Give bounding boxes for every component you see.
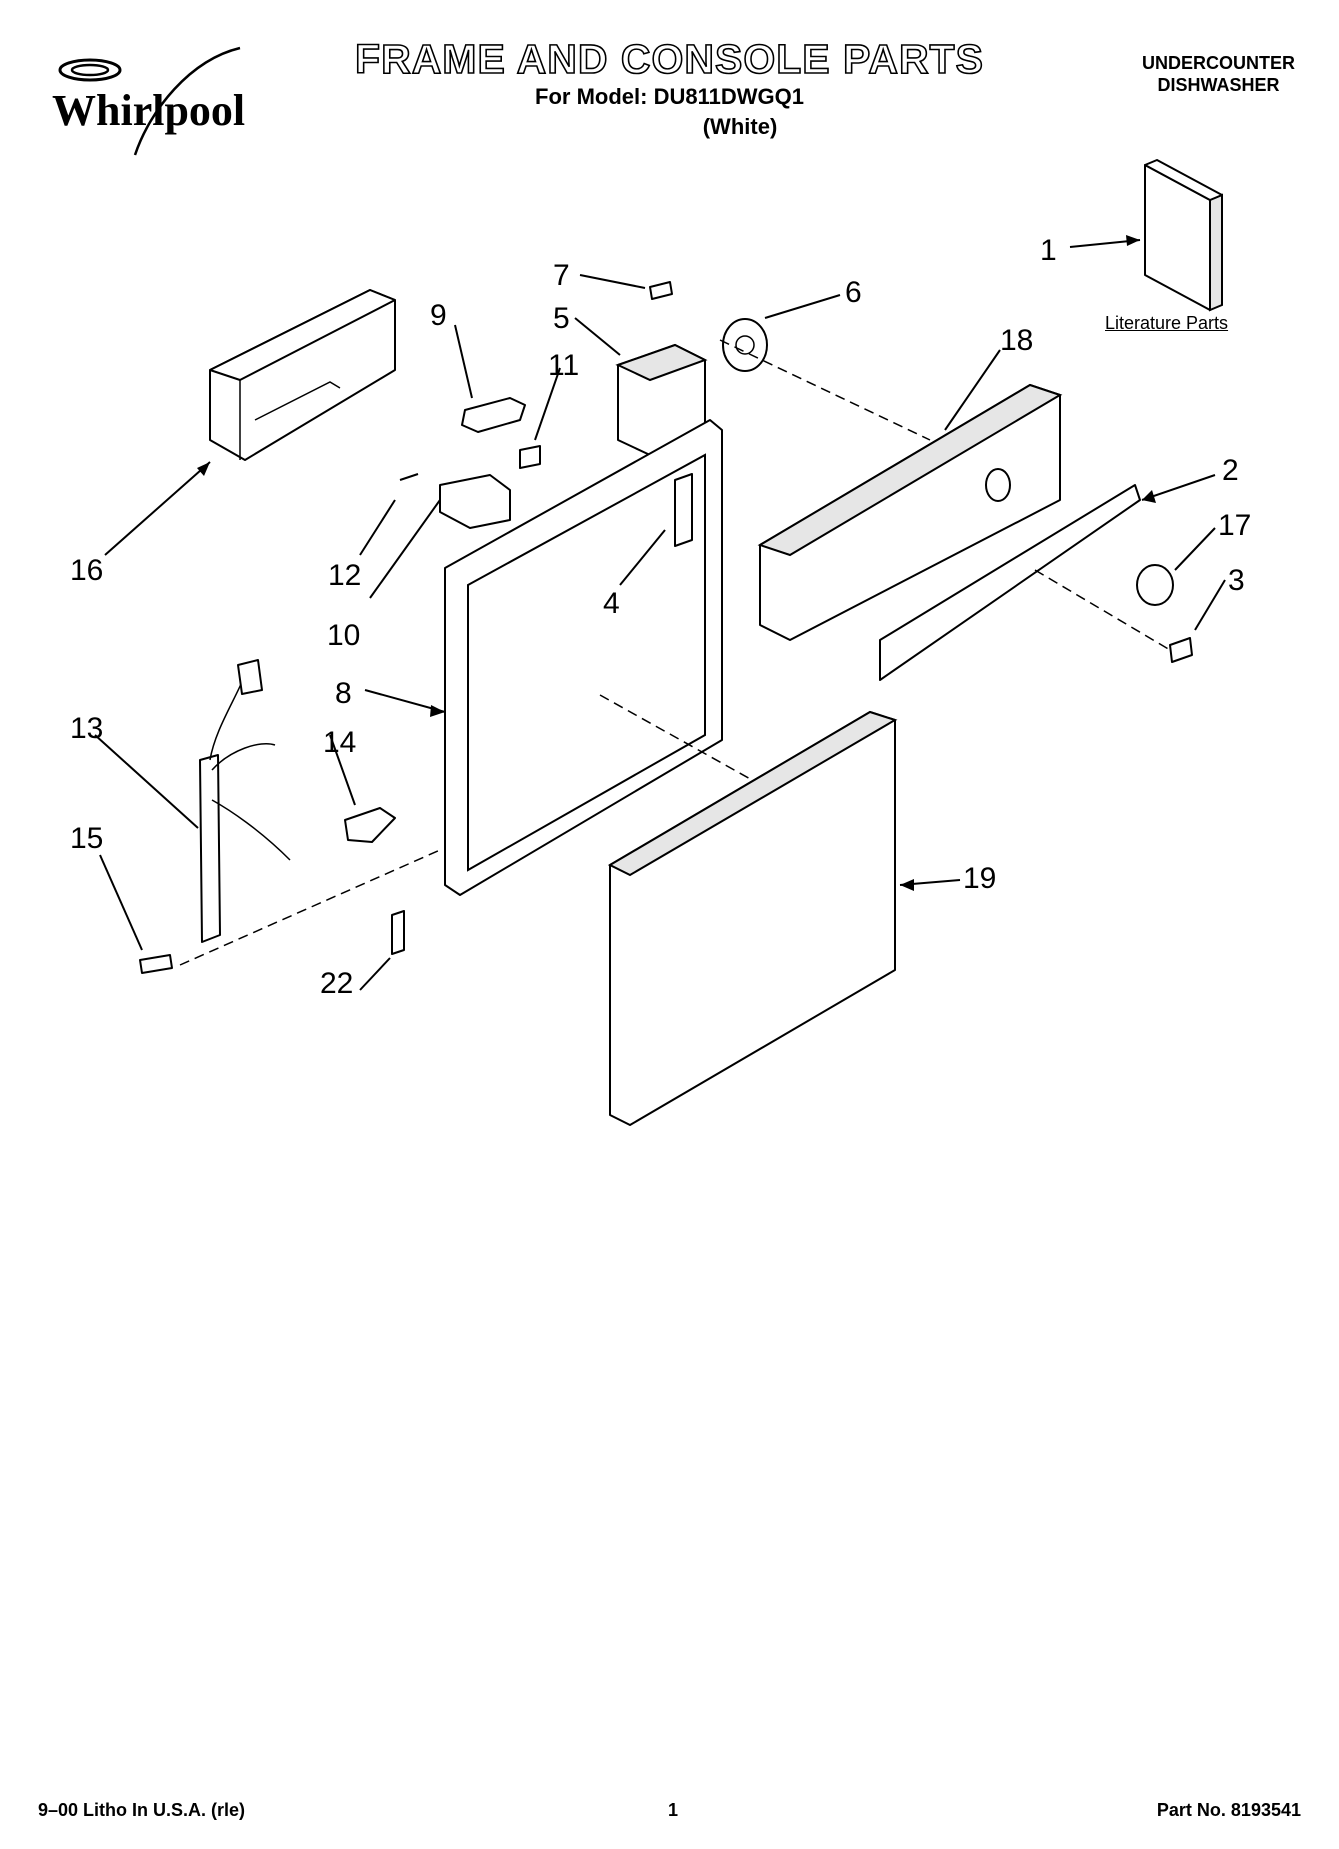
part-18-console	[757, 349, 1063, 641]
callout-19: 19	[963, 862, 996, 895]
callout-17: 17	[1218, 509, 1251, 542]
callout-10: 10	[327, 619, 360, 652]
callout-12: 12	[328, 559, 361, 592]
callout-11: 11	[548, 349, 579, 382]
callout-labels: 1 2 3 4 5 6 7 8 9 10 11 12 13 14 15 16 1…	[70, 234, 1251, 1000]
callout-18: 18	[1000, 324, 1033, 357]
category-line-2: DISHWASHER	[1157, 75, 1280, 95]
parts-5-6-7-timer	[574, 274, 841, 456]
whirlpool-swirl-icon: Whirlpool	[52, 46, 245, 156]
footer-page-number: 1	[668, 1800, 679, 1820]
color-line: (White)	[702, 114, 778, 139]
brand-logo-text: Whirlpool	[52, 86, 245, 135]
callout-9: 9	[430, 299, 447, 332]
callout-7: 7	[553, 259, 570, 292]
literature-parts-label: Literature Parts	[1105, 313, 1229, 333]
callout-15: 15	[70, 822, 103, 855]
part-8-frame	[364, 339, 931, 896]
callout-13: 13	[70, 712, 103, 745]
part-16-cover	[104, 289, 396, 556]
part-4-bracket	[619, 473, 693, 586]
category-line-1: UNDERCOUNTER	[1142, 53, 1295, 73]
model-line: For Model: DU811DWGQ1	[535, 84, 804, 109]
callout-22: 22	[320, 967, 353, 1000]
part-2-panel	[879, 474, 1216, 681]
callout-2: 2	[1222, 454, 1239, 487]
callout-3: 3	[1228, 564, 1245, 597]
callout-6: 6	[845, 276, 862, 309]
footer-litho: 9–00 Litho In U.S.A. (rle)	[38, 1800, 246, 1820]
callout-5: 5	[553, 302, 570, 335]
parts-13-14-15-22-wiring	[94, 659, 441, 991]
page-title: FRAME AND CONSOLE PARTS	[354, 35, 984, 83]
callout-4: 4	[603, 587, 620, 620]
parts-17-3-knob	[1034, 527, 1226, 663]
callout-16: 16	[70, 554, 103, 587]
part-1-literature	[1069, 159, 1223, 312]
part-19-panel	[607, 710, 961, 1126]
callout-1: 1	[1040, 234, 1057, 267]
footer-part-number: Part No. 8193541	[1156, 1800, 1301, 1820]
parts-9-10-11-12	[359, 324, 561, 599]
brand-logo: Whirlpool	[40, 40, 280, 160]
product-category: UNDERCOUNTER DISHWASHER	[1142, 52, 1295, 96]
callout-8: 8	[335, 677, 352, 710]
callout-14: 14	[323, 726, 356, 759]
